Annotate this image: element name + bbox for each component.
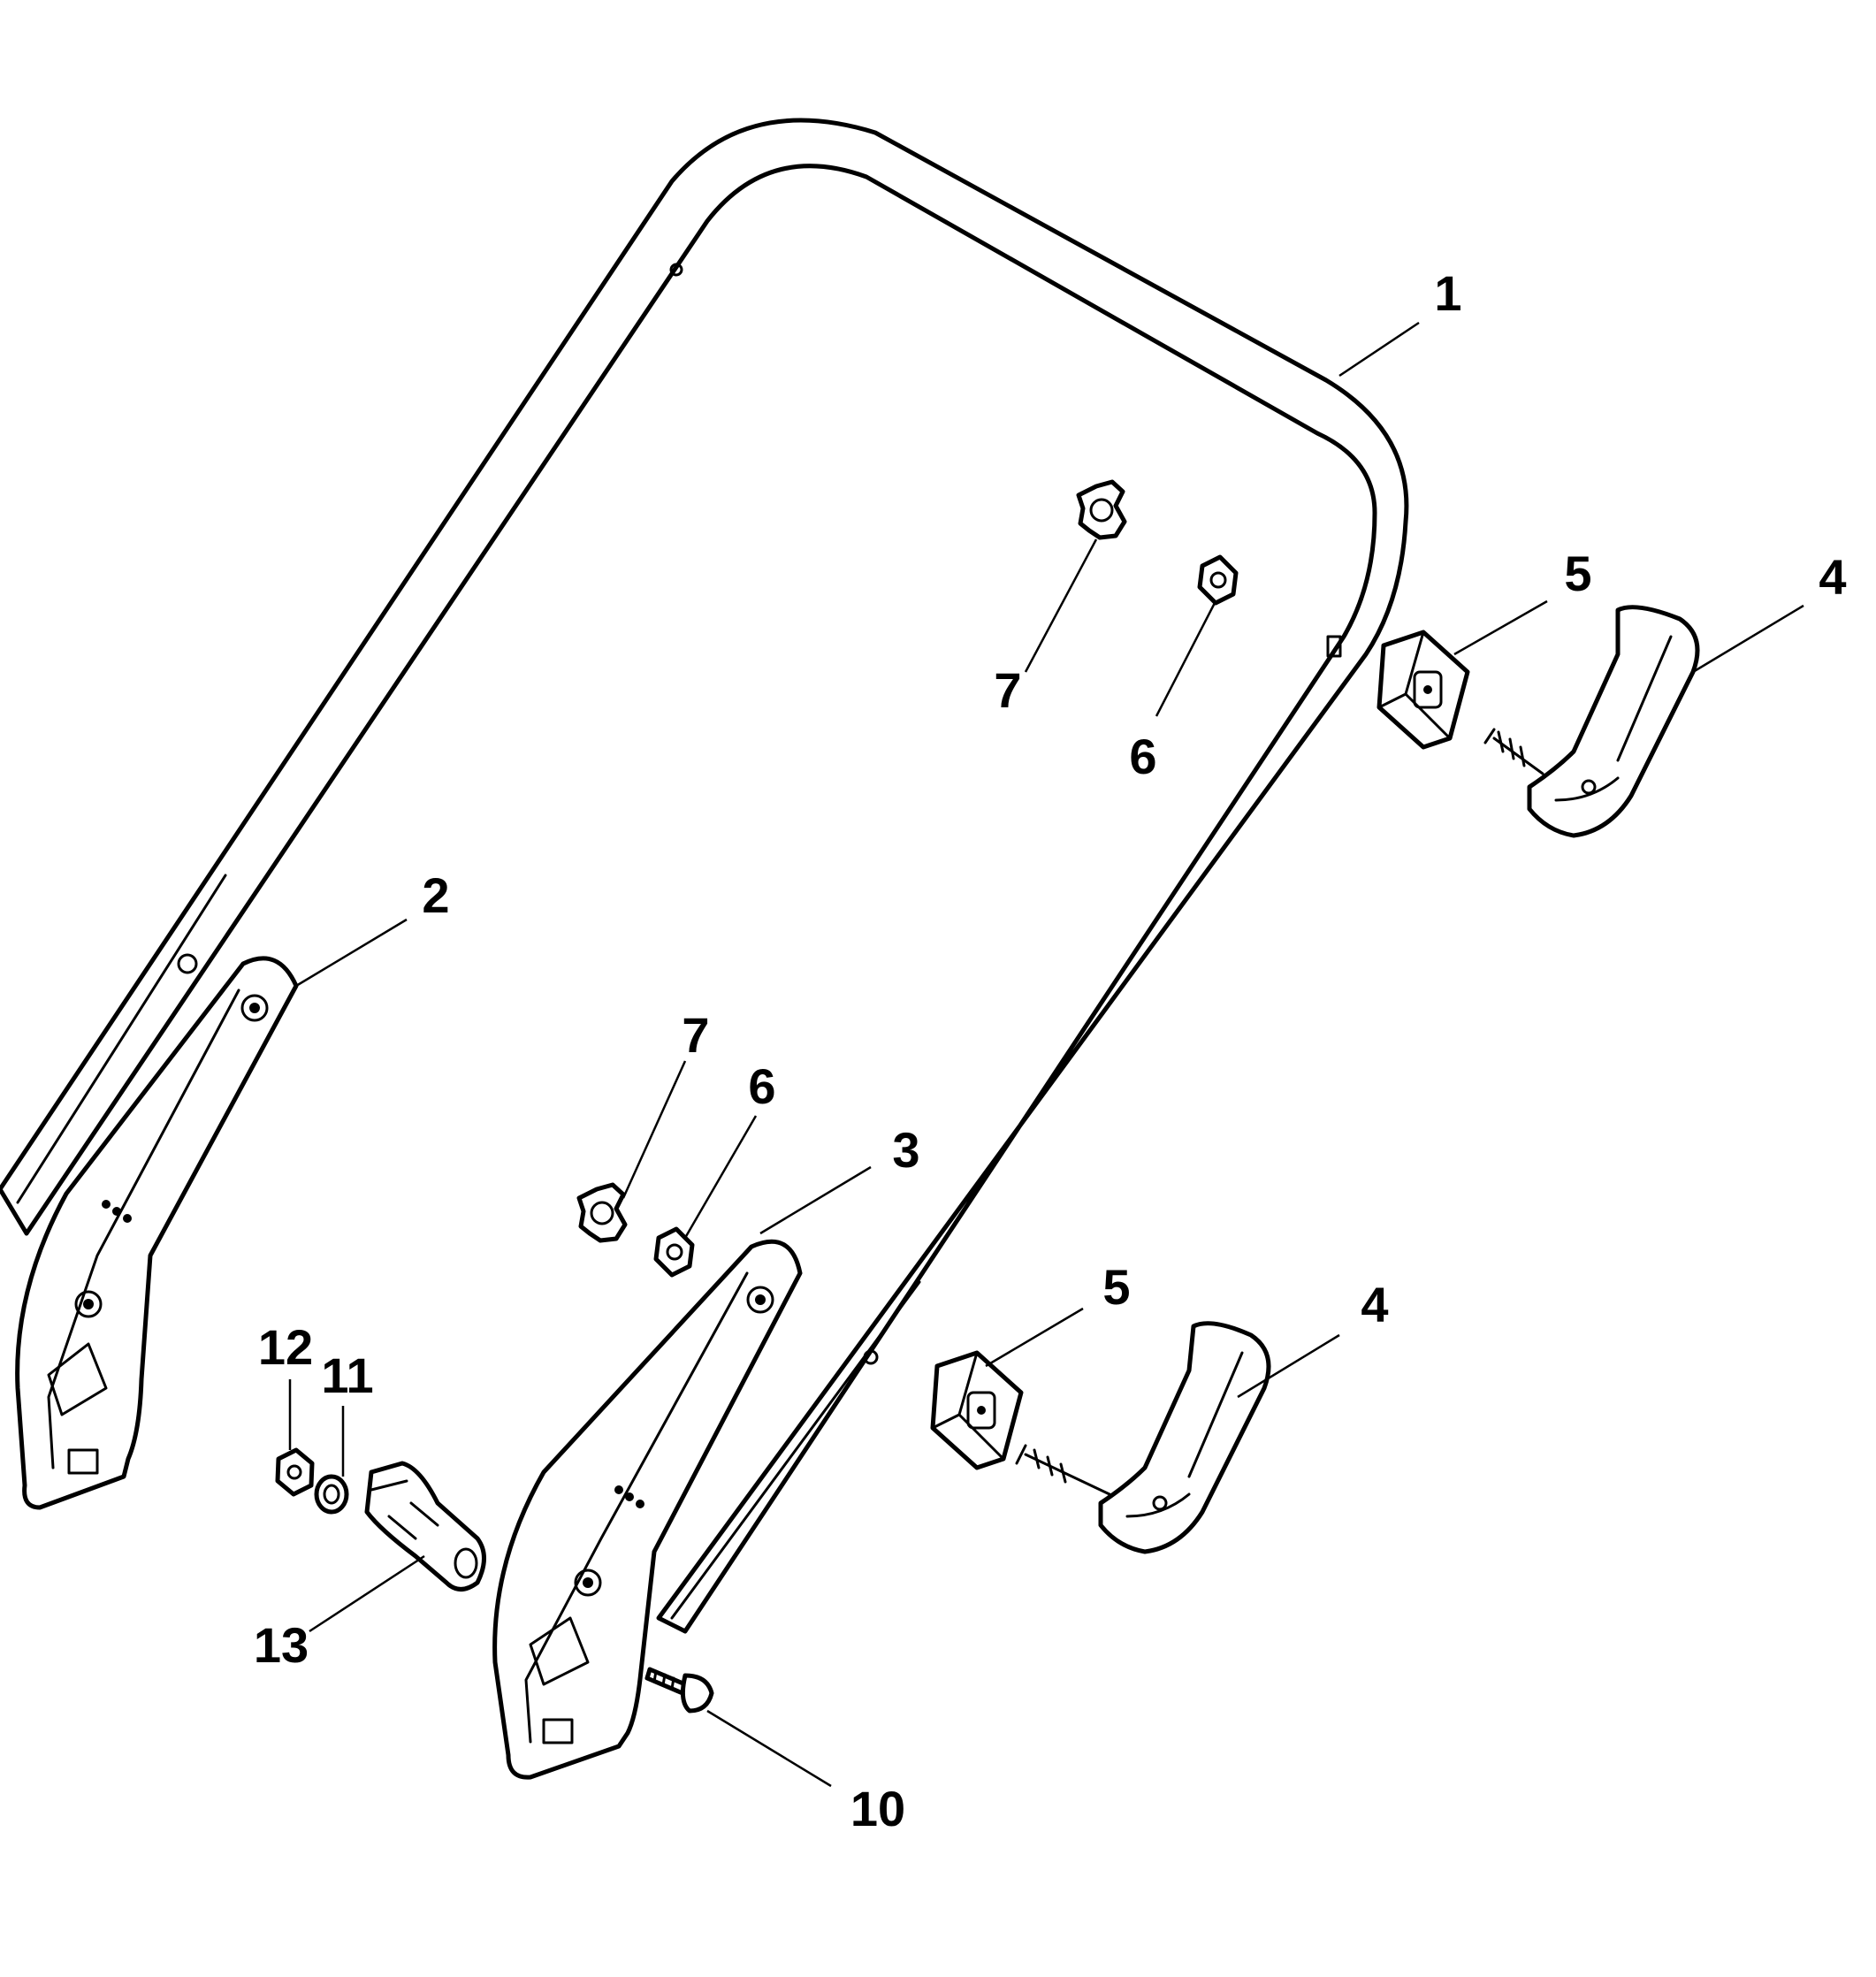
- callout-1: 1: [1434, 265, 1461, 321]
- leader-2: [295, 918, 408, 988]
- nut-lower-part-6[interactable]: [653, 1226, 695, 1278]
- leader-3: [759, 1165, 872, 1235]
- leader-13: [309, 1554, 425, 1633]
- callout-5-upper: 5: [1564, 546, 1591, 601]
- leader-1: [1338, 321, 1420, 378]
- callout-7-lower: 7: [682, 1007, 709, 1063]
- callout-13: 13: [254, 1617, 309, 1673]
- callout-10: 10: [850, 1781, 905, 1836]
- callout-6-upper: 6: [1129, 729, 1156, 784]
- knob-lower-part-4[interactable]: [1015, 1321, 1271, 1554]
- clamp-block-upper-part-5[interactable]: [1376, 630, 1470, 750]
- callout-12: 12: [258, 1319, 313, 1375]
- washer-part-11[interactable]: [314, 1474, 349, 1515]
- screw-part-10[interactable]: [644, 1667, 714, 1714]
- callout-4-lower: 4: [1361, 1277, 1388, 1332]
- callout-4-upper: 4: [1819, 549, 1846, 605]
- upper-handle-part-1[interactable]: [0, 118, 1409, 1634]
- callout-numbers: 1 2 3 4 4 5 5 6 6 7 7 10 11 12 13: [254, 265, 1847, 1836]
- clamp-block-lower-part-5[interactable]: [930, 1350, 1024, 1470]
- small-nut-part-12[interactable]: [275, 1447, 315, 1497]
- callout-11: 11: [321, 1347, 373, 1403]
- lower-handle-left-part-2[interactable]: [15, 956, 299, 1510]
- leader-5-upper: [1453, 599, 1548, 656]
- lower-handle-right-part-3[interactable]: [492, 1239, 803, 1780]
- knob-upper-part-4[interactable]: [1483, 605, 1700, 838]
- callout-6-lower: 6: [748, 1058, 775, 1114]
- leader-7-upper: [1024, 538, 1098, 673]
- leader-5-lower: [985, 1307, 1084, 1368]
- leader-6-lower: [683, 1115, 758, 1239]
- callout-3: 3: [892, 1122, 919, 1178]
- leader-4-upper: [1692, 604, 1804, 674]
- leader-6-upper: [1155, 600, 1217, 717]
- callout-2: 2: [422, 867, 449, 923]
- leader-lines: [288, 321, 1804, 1788]
- nut-upper-part-6[interactable]: [1197, 554, 1239, 606]
- leader-4-lower: [1237, 1333, 1340, 1399]
- leader-7-lower: [622, 1060, 687, 1199]
- star-nut-upper-part-7[interactable]: [1076, 479, 1127, 540]
- callout-5-lower: 5: [1102, 1259, 1130, 1315]
- cable-clip-part-13[interactable]: [364, 1461, 486, 1592]
- star-nut-lower-part-7[interactable]: [576, 1182, 628, 1243]
- callout-7-upper: 7: [994, 662, 1021, 718]
- leader-10: [706, 1709, 832, 1788]
